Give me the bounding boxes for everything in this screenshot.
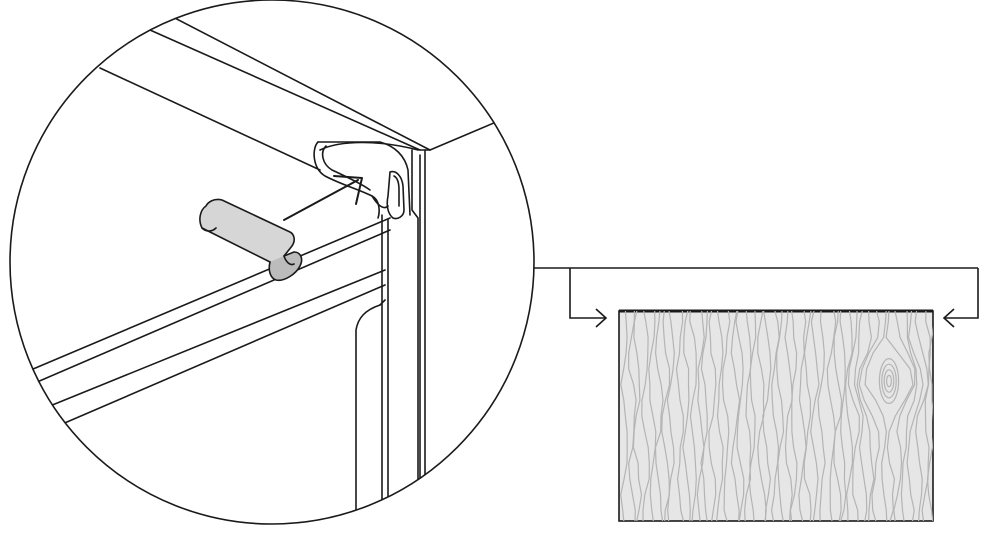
wood-grain-line: [689, 311, 697, 521]
wood-grain-line: [921, 311, 931, 521]
wood-grain-line: [648, 311, 657, 521]
wood-grain-line: [900, 311, 918, 521]
panel-bracket-arrows: [534, 267, 979, 328]
wood-grain-line: [839, 311, 847, 521]
wood-grain-line: [696, 311, 705, 521]
wood-grain-line: [858, 311, 880, 521]
wood-grain-line: [856, 311, 875, 521]
wood-knot-ring: [878, 358, 900, 405]
wood-grain-line: [864, 311, 888, 521]
wood-grain-line: [632, 311, 643, 521]
cabinet-frame-corner: [313, 141, 426, 524]
wood-grain-line: [826, 311, 837, 521]
insert-direction-arrow: [283, 175, 363, 221]
wood-grain-line: [708, 311, 717, 521]
wood-grain-line: [748, 311, 757, 521]
magnified-view: [9, 0, 535, 525]
wood-grain-line: [798, 311, 807, 521]
wood-grain-line: [914, 311, 929, 521]
wood-grain-line: [789, 311, 798, 521]
wood-grain-line: [885, 311, 914, 521]
wood-grain-line: [784, 311, 793, 521]
wood-grain-line: [844, 311, 853, 521]
wood-grain-line: [620, 311, 628, 521]
wood-grain-line: [853, 311, 868, 521]
wood-knot-ring: [883, 369, 895, 393]
wood-panel: [618, 309, 934, 522]
wood-grain-line: [926, 325, 933, 521]
magnified-view-circle: [9, 0, 535, 525]
wood-grain-line: [730, 311, 741, 521]
wood-grain-line: [810, 311, 820, 521]
wood-grain-line: [757, 311, 767, 521]
wood-grain-line: [847, 311, 860, 521]
wood-grain-line: [675, 311, 685, 521]
mounting-clip: [199, 198, 303, 282]
wood-grain-line: [654, 311, 664, 521]
wood-grain-line: [721, 311, 731, 521]
wood-grain-line: [893, 311, 916, 521]
wood-grain-line: [743, 311, 752, 521]
wood-knot-ring: [881, 363, 897, 399]
cabinet-frame-shelf: [10, 217, 391, 426]
wood-grain-line: [817, 311, 826, 521]
wood-grain-line: [682, 311, 691, 521]
wood-grain-line: [776, 311, 785, 521]
wood-grain-line: [906, 311, 924, 521]
cabinet-frame-top-rail: [99, 0, 534, 171]
wood-grain-line: [666, 311, 675, 521]
wood-knot-ring: [885, 374, 892, 388]
wood-grain-line: [641, 311, 650, 521]
wood-grain-line: [833, 311, 843, 521]
wood-grain-line: [803, 311, 812, 521]
wood-grain-line: [716, 311, 724, 521]
wood-grain-line: [700, 311, 709, 521]
wood-grain-line: [762, 311, 772, 521]
wood-grain-line: [628, 311, 637, 521]
wood-grain-line: [735, 311, 745, 521]
